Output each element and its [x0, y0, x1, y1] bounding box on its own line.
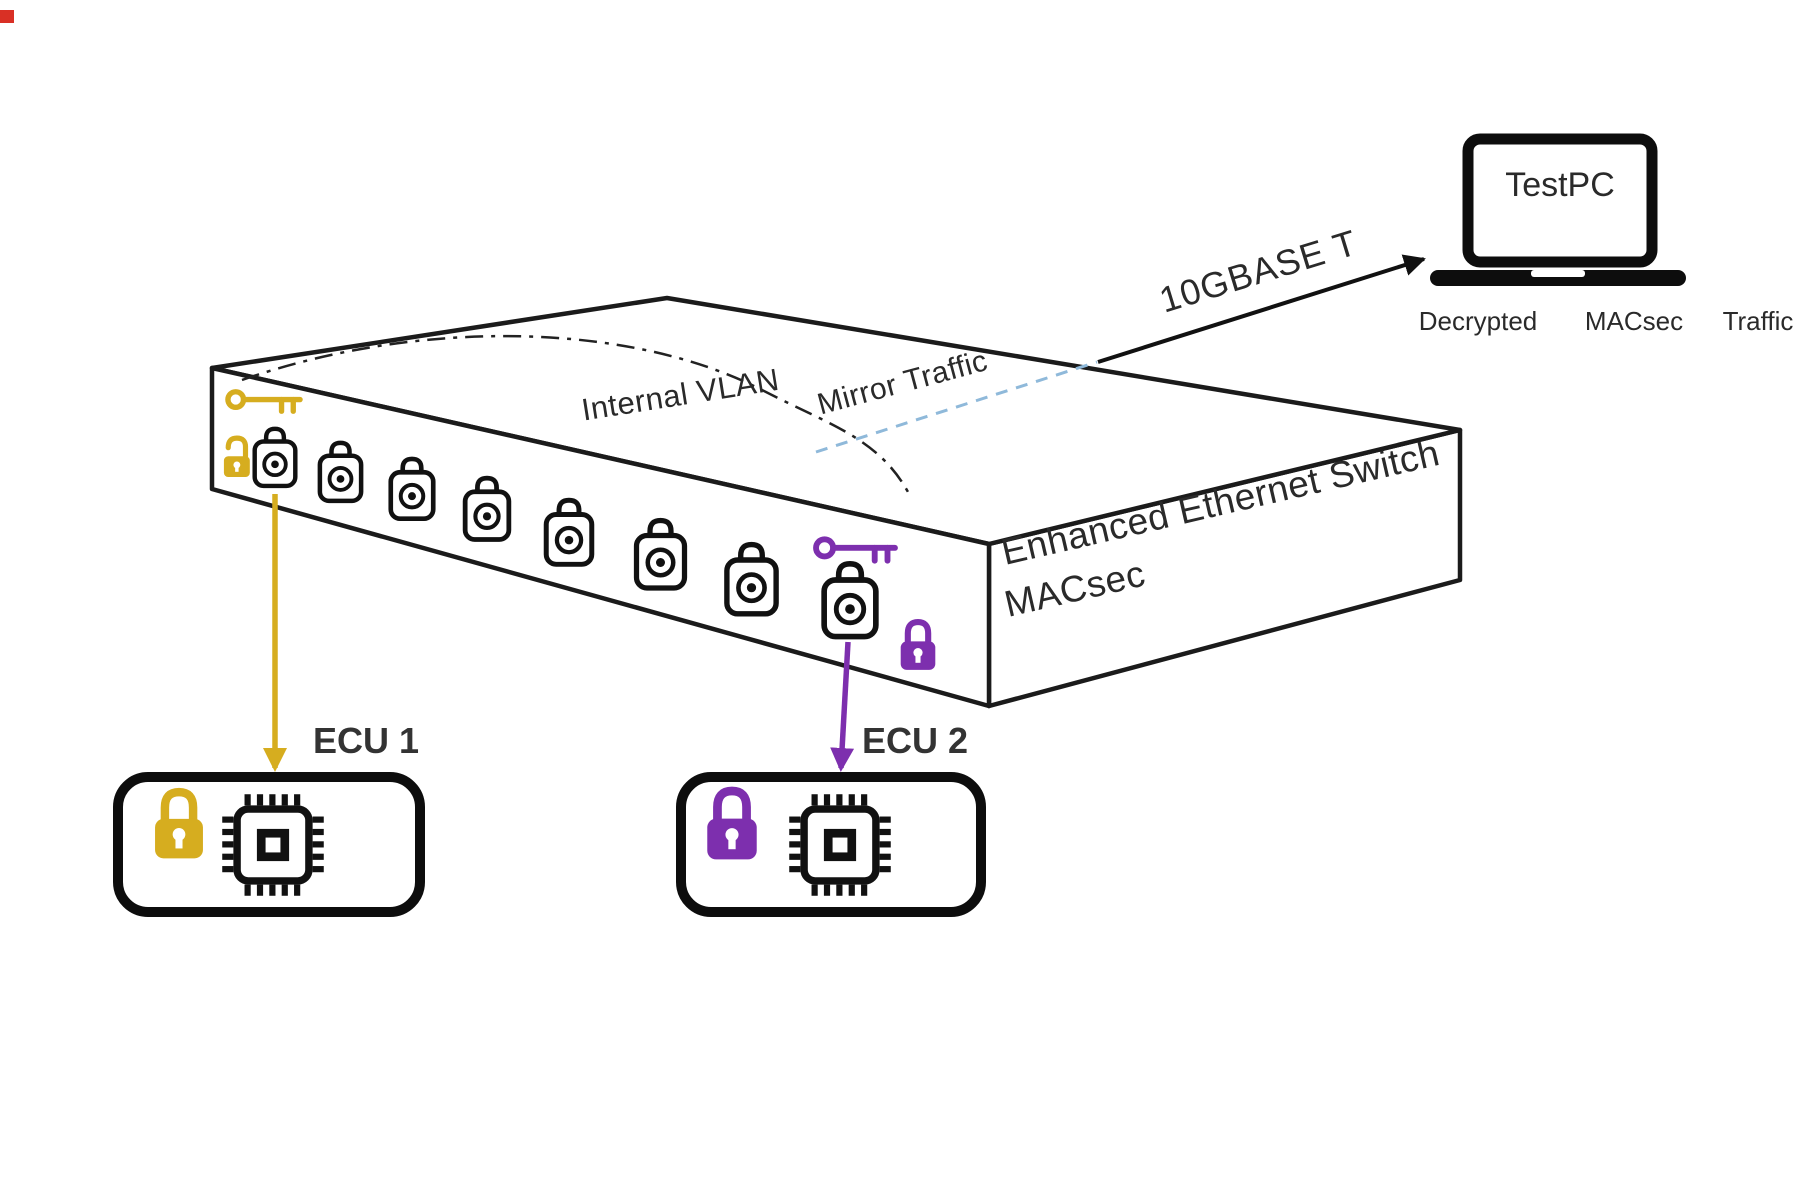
uplink-label: 10GBASE T [1155, 222, 1362, 321]
testpc-caption: Decrypted MACsec Traffic [1419, 306, 1794, 336]
ecu1-label: ECU 1 [313, 720, 419, 761]
caption-word-decrypted: Decrypted [1419, 306, 1538, 336]
caption-word-macsec: MACsec [1585, 306, 1683, 336]
mirror-traffic-line [815, 360, 1098, 454]
ecu2-label: ECU 2 [862, 720, 968, 761]
ecu2-link-arrow [830, 641, 855, 772]
test-pc: TestPC Decrypted MACsec Traffic [1419, 133, 1794, 336]
laptop-base [1430, 270, 1686, 286]
testpc-label: TestPC [1505, 166, 1615, 204]
switch-front-face [209, 365, 992, 709]
ecu-2: ECU 2 [676, 641, 986, 917]
caption-word-traffic: Traffic [1723, 306, 1794, 336]
ecu-1: ECU 1 [113, 494, 425, 917]
laptop-screen [1462, 133, 1658, 268]
uplink: 10GBASE T [1097, 222, 1426, 364]
laptop-base-notch [1531, 270, 1585, 277]
uplink-arrow [1097, 254, 1426, 364]
red-artifact [0, 10, 14, 23]
internal-vlan-line [241, 334, 910, 493]
ethernet-switch: Internal VLAN Mirror Traffic Enhanced Et… [209, 295, 1463, 709]
